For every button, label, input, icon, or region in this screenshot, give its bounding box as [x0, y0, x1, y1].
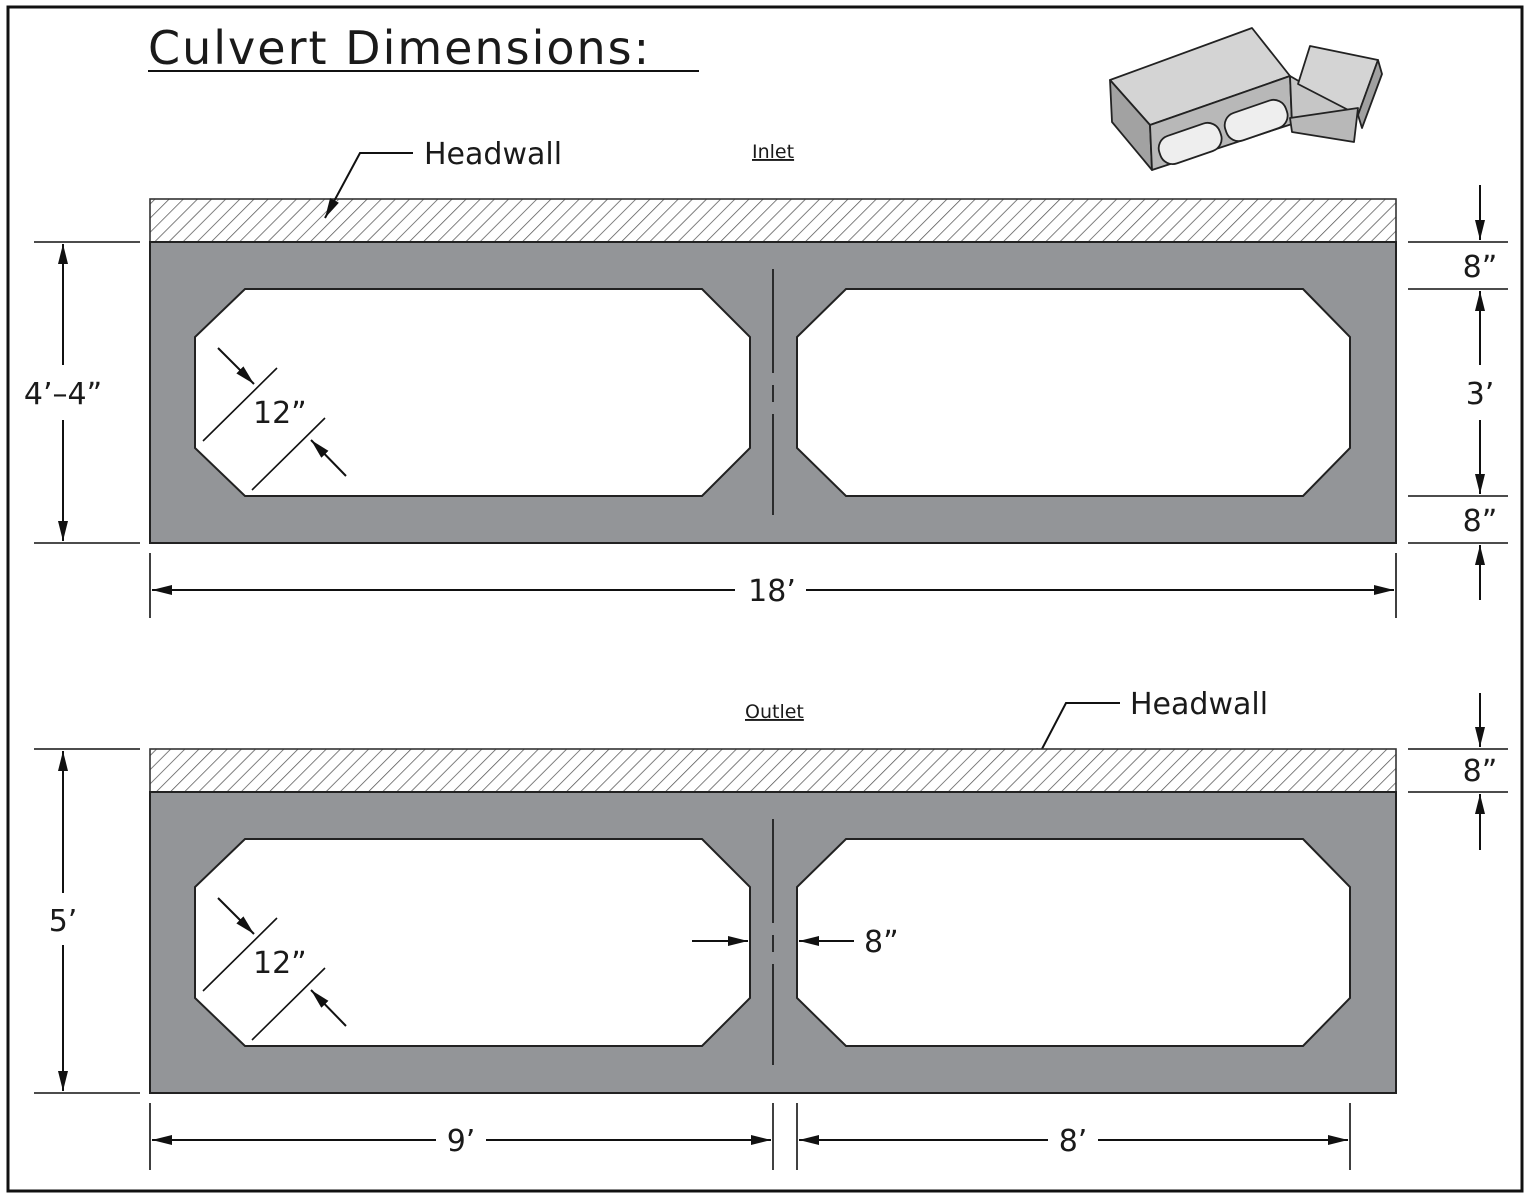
outlet-chamfer-ext-2	[251, 967, 326, 1041]
inlet-headwall-label: Headwall	[424, 137, 562, 172]
inlet-width-label: 18’	[748, 574, 796, 609]
inlet-height-label: 4’–4”	[24, 377, 102, 412]
outlet-headwall	[149, 748, 1397, 793]
outlet-view-label: Outlet	[745, 701, 804, 723]
outlet-right-cell	[796, 838, 1351, 1047]
inlet-chamfer-arrow-1	[217, 347, 255, 385]
outlet-height-label: 5’	[49, 904, 78, 939]
outlet-left-span-label: 9’	[447, 1124, 476, 1159]
culvert-3d-icon	[1109, 27, 1383, 171]
inlet-opening-label: 3’	[1466, 377, 1495, 412]
inlet-headwall-leader	[324, 152, 413, 219]
inlet-left-cell	[194, 288, 751, 497]
inlet-chamfer-ext-2	[251, 417, 326, 491]
inlet-bottom-slab-label: 8”	[1463, 504, 1498, 539]
outlet-chamfer-arrow-2	[310, 989, 347, 1027]
inlet-right-cell	[796, 288, 1351, 497]
outlet-right-span-label: 8’	[1059, 1124, 1088, 1159]
outlet-chamfer-arrow-1	[217, 897, 255, 935]
inlet-headwall	[149, 198, 1397, 243]
drawing-frame	[6, 5, 1524, 1193]
inlet-view-label: Inlet	[752, 141, 794, 163]
outlet-headwall-thickness-label: 8”	[1463, 754, 1498, 789]
inlet-chamfer-label: 12”	[253, 396, 307, 431]
inlet-chamfer-arrow-2	[310, 439, 347, 477]
outlet-chamfer-ext-1	[202, 917, 278, 992]
outlet-chamfer-label: 12”	[253, 946, 307, 981]
outlet-headwall-leader	[1031, 702, 1120, 769]
outlet-headwall-label: Headwall	[1130, 687, 1268, 722]
outlet-left-cell	[194, 838, 751, 1047]
inlet-top-slab-label: 8”	[1463, 250, 1498, 285]
page-title: Culvert Dimensions:	[148, 21, 651, 75]
outlet-wall-label: 8”	[864, 925, 899, 960]
inlet-chamfer-ext-1	[202, 367, 278, 442]
